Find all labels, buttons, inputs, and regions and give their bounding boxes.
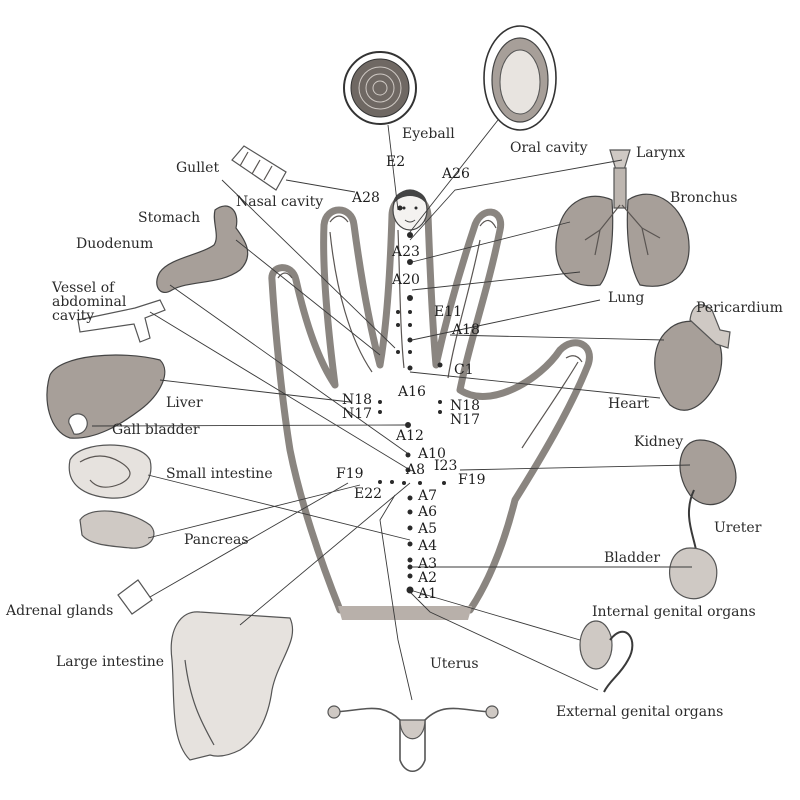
label-heart: Heart: [608, 396, 650, 412]
code-a16: A16: [397, 384, 426, 400]
code-a3: A3: [417, 556, 437, 572]
code-i23: I23: [434, 458, 457, 474]
code-f19-right: F19: [458, 472, 486, 488]
nail-pinky: [277, 272, 293, 279]
label-eyeball: Eyeball: [402, 126, 455, 142]
finger-crease-ring: [447, 239, 481, 379]
label-vessel-line-2: abdominal: [52, 294, 127, 310]
label-large-intestine: Large intestine: [56, 654, 164, 670]
lung-organ: [555, 149, 690, 287]
small-intestine-organ: [68, 444, 152, 499]
finger-crease-middle: [397, 229, 405, 369]
code-a2: A2: [417, 570, 437, 586]
organ-labels: Eyeball Oral cavity Larynx Bronchus Lung…: [5, 126, 783, 720]
label-small-intestine: Small intestine: [166, 466, 273, 482]
internal-genital-organ: [579, 620, 634, 693]
vessel-organ: [77, 299, 166, 343]
code-a18: A18: [451, 322, 480, 338]
pancreas-organ: [79, 510, 155, 549]
kidney-organ: [679, 439, 737, 561]
label-liver: Liver: [166, 395, 203, 411]
code-a12: A12: [395, 428, 424, 444]
code-e2: E2: [386, 154, 405, 170]
code-n17-right: N17: [450, 412, 480, 428]
label-gullet: Gullet: [176, 160, 219, 176]
eyeball-organ: [343, 51, 417, 125]
heart-organ: [654, 304, 731, 411]
code-a8: A8: [405, 462, 425, 478]
label-duodenum: Duodenum: [76, 236, 153, 252]
nail-ring: [479, 219, 497, 229]
point-labels: E2 A26 A28 A23 A20 E11 A18 C1 A16 N18 N1…: [336, 154, 486, 602]
label-nasal-cavity: Nasal cavity: [236, 194, 323, 210]
code-a4: A4: [417, 538, 437, 554]
code-a23: A23: [391, 244, 420, 260]
code-a20: A20: [391, 272, 420, 288]
label-internal-genital-organs: Internal genital organs: [592, 604, 756, 620]
code-a5: A5: [417, 521, 437, 537]
code-n18-left: N18: [342, 392, 372, 408]
head-figure: [392, 189, 428, 231]
code-a7: A7: [417, 488, 437, 504]
code-n18-right: N18: [450, 398, 480, 414]
thumb-crease: [521, 361, 579, 449]
label-bronchus: Bronchus: [670, 190, 737, 206]
code-c1: C1: [454, 362, 474, 378]
code-a6: A6: [417, 504, 437, 520]
label-pancreas: Pancreas: [184, 532, 249, 548]
label-vessel-line-3: cavity: [52, 308, 94, 324]
label-bladder: Bladder: [604, 550, 660, 566]
label-kidney: Kidney: [634, 434, 683, 450]
oral-cavity-organ: [483, 25, 557, 131]
label-gall-bladder: Gall bladder: [112, 422, 200, 438]
uterus-organ: [327, 705, 499, 773]
label-stomach: Stomach: [138, 210, 200, 226]
large-intestine-organ: [170, 611, 294, 761]
label-uterus: Uterus: [430, 656, 479, 672]
code-f19-left: F19: [336, 466, 364, 482]
label-external-genital-organs: External genital organs: [556, 704, 723, 720]
label-lung: Lung: [608, 290, 644, 306]
liver-organ: [46, 354, 166, 439]
label-oral-cavity: Oral cavity: [510, 140, 588, 156]
finger-crease-index: [329, 231, 373, 373]
label-vessel-line-1: Vessel of: [51, 280, 116, 296]
acupoints: [378, 205, 446, 594]
wrist-band: [338, 606, 472, 620]
bladder-organ: [668, 547, 718, 600]
label-ureter: Ureter: [714, 520, 762, 536]
code-a28: A28: [351, 190, 380, 206]
stomach-organ: [156, 205, 249, 293]
leader-lines: [91, 119, 692, 701]
adrenal-organ: [117, 579, 153, 615]
code-e22: E22: [354, 486, 382, 502]
code-n17-left: N17: [342, 406, 372, 422]
code-e11: E11: [434, 304, 462, 320]
label-adrenal-glands: Adrenal glands: [5, 603, 113, 619]
nail-index: [329, 215, 349, 223]
nasal-cavity-organ: [231, 145, 287, 191]
code-a26: A26: [441, 166, 470, 182]
label-pericardium: Pericardium: [696, 300, 783, 316]
label-larynx: Larynx: [636, 145, 685, 161]
nail-thumb: [565, 355, 583, 363]
code-a10: A10: [417, 446, 446, 462]
code-a1: A1: [417, 586, 437, 602]
